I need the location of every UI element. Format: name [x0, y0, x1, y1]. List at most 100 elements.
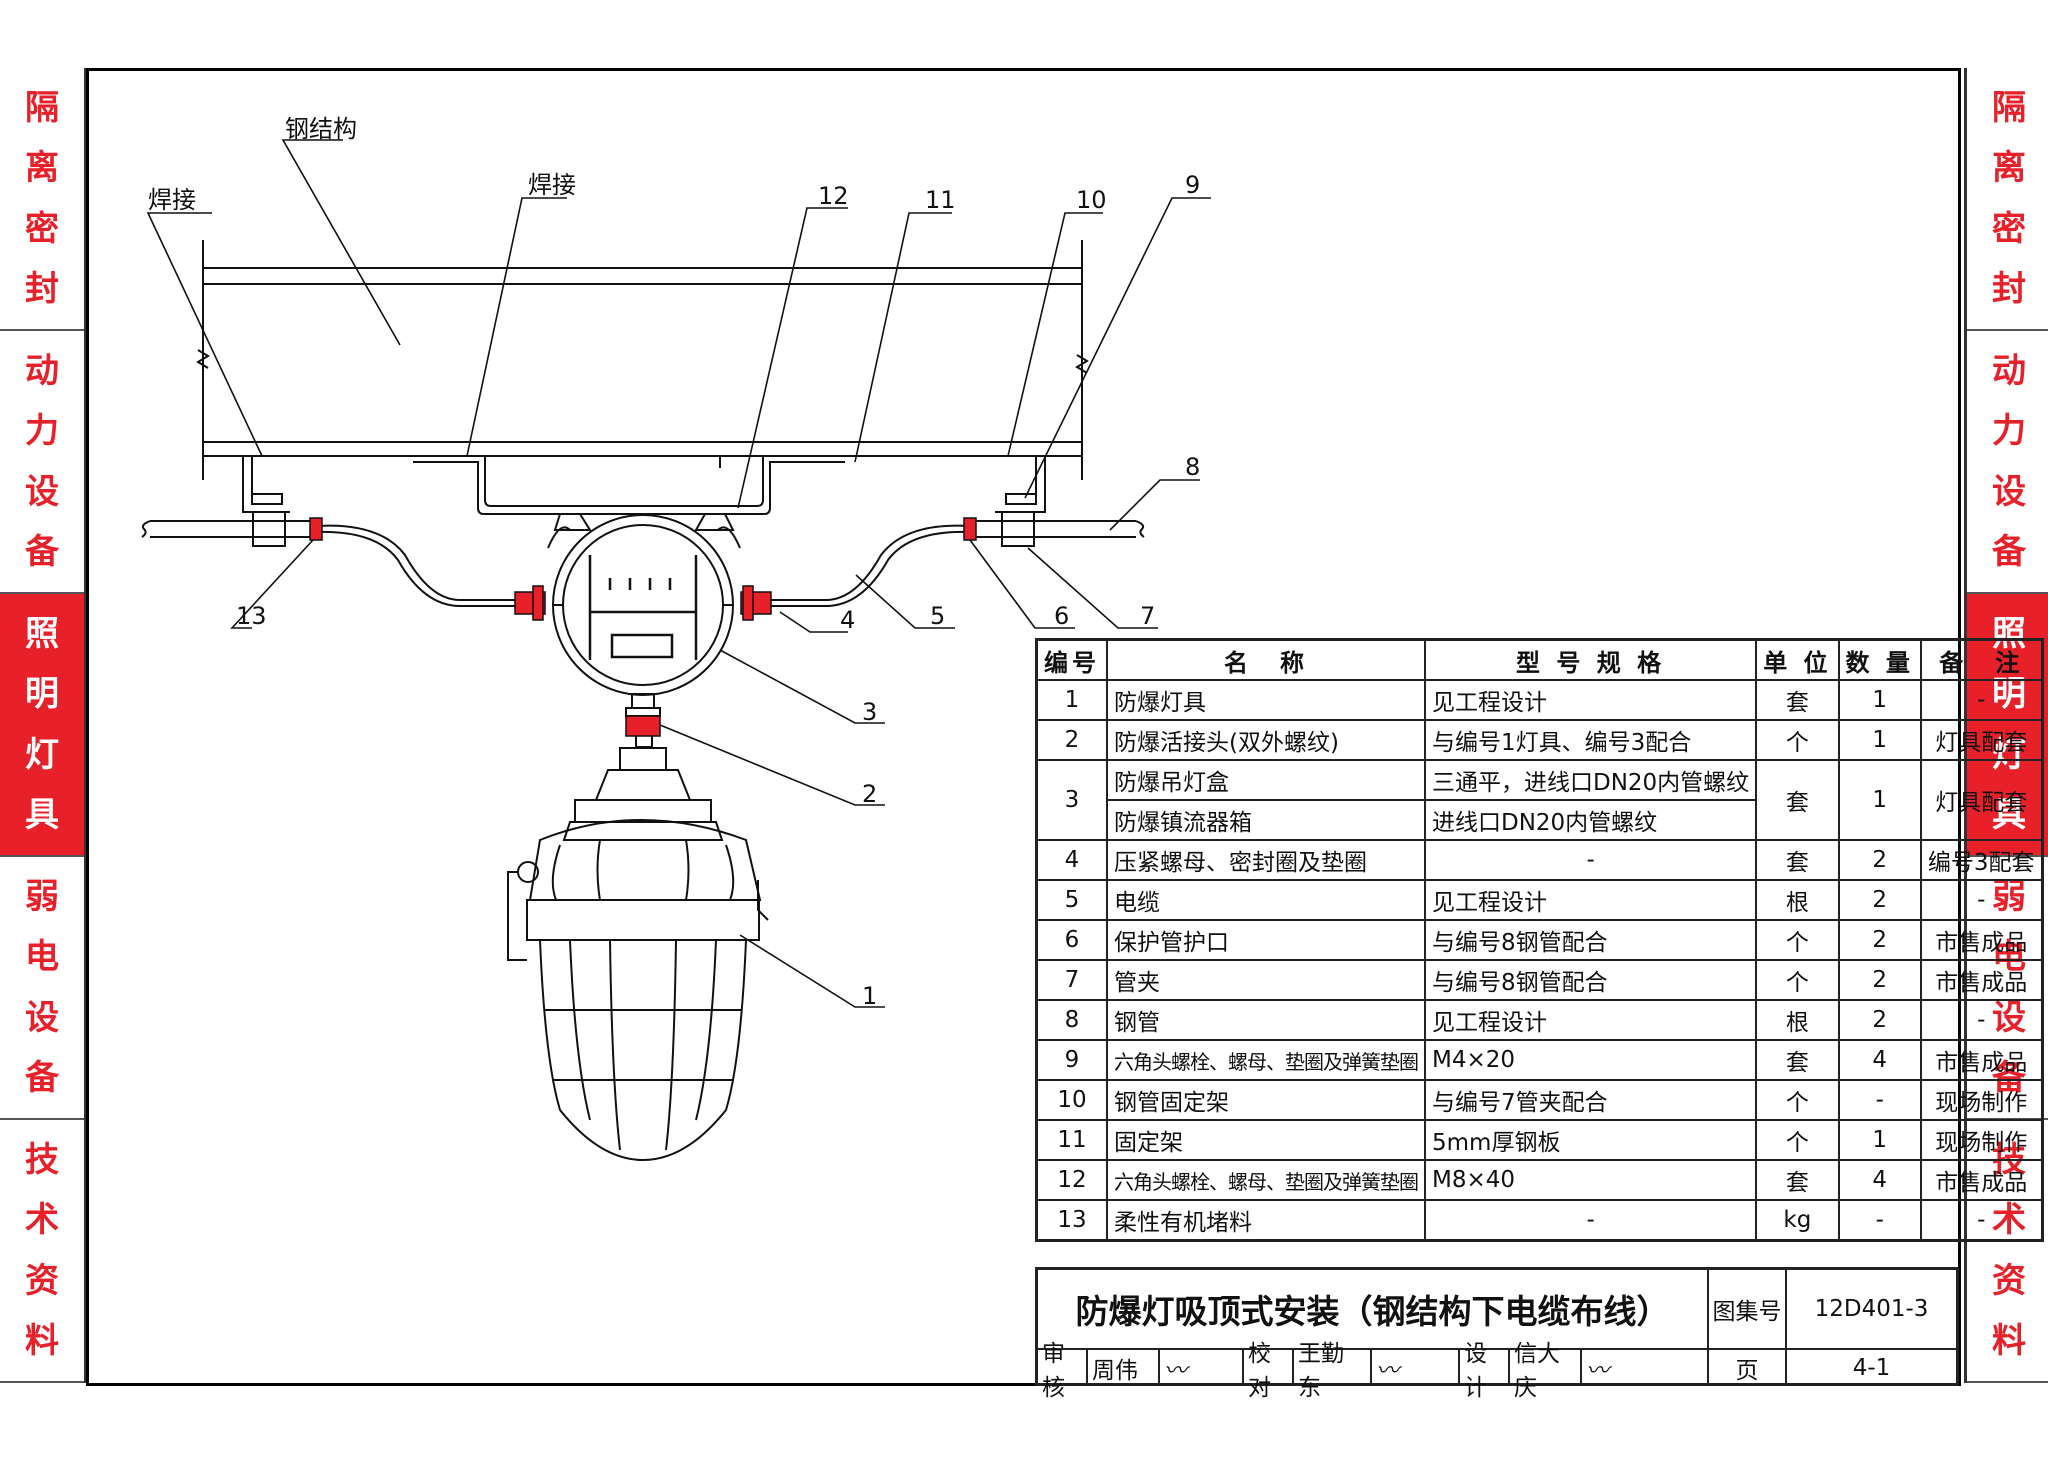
steel-beam: [196, 240, 1089, 480]
tab-char: 备: [25, 531, 59, 572]
cell-qty: 2: [1837, 839, 1922, 881]
checker-signature: 〰: [1372, 1350, 1460, 1386]
designer-name: 信大庆: [1510, 1341, 1582, 1401]
tab-char: 资: [25, 1260, 59, 1301]
tab-char: 动: [25, 351, 59, 392]
cell-unit: kg: [1755, 1199, 1840, 1242]
tab-char: 力: [25, 411, 59, 452]
label-weld-mid: 焊接: [528, 171, 576, 199]
tab-char: 封: [25, 268, 59, 309]
cell-name: 六角头螺栓、螺母、垫圈及弹簧垫圈: [1106, 1159, 1426, 1201]
callout-7: 7: [1140, 602, 1155, 630]
cell-spec: 见工程设计: [1423, 999, 1758, 1041]
cell-no: 1: [1035, 679, 1108, 721]
callout-2: 2: [862, 780, 877, 808]
reviewer-signature: 〰: [1160, 1350, 1244, 1386]
cell-unit: 个: [1755, 719, 1840, 761]
cell-note: -: [1919, 1199, 2044, 1242]
tab-char: 密: [1992, 208, 2026, 249]
tab-char: 密: [25, 208, 59, 249]
steel-pipe-left: [141, 520, 315, 538]
cell-spec: 5mm厚钢板: [1423, 1119, 1758, 1161]
callout-1: 1: [862, 982, 877, 1010]
fixing-frame: [413, 455, 845, 515]
cell-name: 防爆镇流器箱: [1106, 799, 1426, 841]
cell-spec: 见工程设计: [1423, 879, 1758, 921]
callout-5: 5: [930, 602, 945, 630]
tab-isolation-seal[interactable]: 隔离密封: [1967, 68, 2048, 331]
cell-spec: M8×40: [1423, 1159, 1758, 1201]
tab-lighting[interactable]: 照明灯具: [0, 594, 84, 857]
cable-right: [766, 524, 971, 601]
callout-13: 13: [236, 602, 267, 630]
tab-isolation-seal[interactable]: 隔离密封: [0, 68, 84, 331]
label-weld-left: 焊接: [148, 186, 196, 214]
cell-no: 4: [1035, 839, 1108, 881]
callout-4: 4: [840, 606, 855, 634]
callout-11: 11: [925, 186, 956, 214]
cell-no: 2: [1035, 719, 1108, 761]
cell-note: -: [1919, 999, 2044, 1041]
cell-note: -: [1919, 879, 2044, 921]
tab-char: 具: [25, 794, 59, 835]
callout-3: 3: [862, 698, 877, 726]
explosion-proof-lamp: [507, 747, 769, 1162]
cell-no: 11: [1035, 1119, 1108, 1161]
cell-name: 管夹: [1106, 959, 1426, 1001]
title-block: 防爆灯吸顶式安装（钢结构下电缆布线） 图集号 12D401-3 审核 周伟 〰 …: [1035, 1267, 1959, 1401]
cell-no: 5: [1035, 879, 1108, 921]
tab-char: 设: [25, 471, 59, 512]
pipe-clamp-right: [1001, 511, 1035, 547]
tab-technical-data[interactable]: 技术资料: [0, 1120, 84, 1383]
callout-8: 8: [1185, 453, 1200, 481]
cell-spec: -: [1423, 839, 1758, 881]
tab-char: 隔: [1992, 88, 2026, 129]
cell-name: 压紧螺母、密封圈及垫圈: [1106, 839, 1426, 881]
tab-char: 离: [1992, 148, 2026, 189]
table-header-row: 编号 名 称 型 号 规 格 单 位 数 量 备 注: [1035, 638, 2044, 681]
cell-qty: 1: [1837, 719, 1922, 761]
cell-spec: 三通平，进线口DN20内管螺纹: [1423, 759, 1758, 801]
tab-char: 备: [1992, 531, 2026, 572]
cell-spec: 与编号8钢管配合: [1423, 959, 1758, 1001]
tab-char: 动: [1992, 351, 2026, 392]
drawing-title: 防爆灯吸顶式安装（钢结构下电缆布线）: [1038, 1270, 1709, 1350]
cell-unit: 个: [1755, 919, 1840, 961]
tab-char: 技: [25, 1140, 59, 1181]
cell-name: 钢管: [1106, 999, 1426, 1041]
cell-name: 保护管护口: [1106, 919, 1426, 961]
cell-unit: 套: [1755, 759, 1840, 841]
cell-no: 13: [1035, 1199, 1108, 1242]
cell-qty: 2: [1837, 879, 1922, 921]
header-no: 编号: [1035, 638, 1108, 681]
header-qty: 数 量: [1837, 638, 1922, 681]
header-unit: 单 位: [1755, 638, 1840, 681]
cell-note: -: [1919, 679, 2044, 721]
tab-power-equipment[interactable]: 动力设备: [0, 331, 84, 594]
cell-name: 六角头螺栓、螺母、垫圈及弹簧垫圈: [1106, 1039, 1426, 1081]
cell-unit: 个: [1755, 959, 1840, 1001]
cell-qty: -: [1837, 1079, 1922, 1121]
label-steel-structure: 钢结构: [285, 115, 357, 143]
callout-6: 6: [1054, 602, 1069, 630]
designer-signature: 〰: [1582, 1350, 1709, 1386]
steel-pipe-right: [970, 520, 1145, 538]
pipe-bracket-right: [995, 456, 1046, 513]
cell-note: 灯具配套: [1919, 719, 2044, 761]
cell-note: 现场制作: [1919, 1119, 2044, 1161]
tab-weak-current[interactable]: 弱电设备: [0, 857, 84, 1120]
red-seal-fittings: [309, 517, 977, 737]
tab-char: 设: [1992, 471, 2026, 512]
cell-qty: 2: [1837, 999, 1922, 1041]
tab-char: 明: [25, 674, 59, 715]
cell-note: 市售成品: [1919, 1039, 2044, 1081]
tab-char: 隔: [25, 88, 59, 129]
cell-spec: 进线口DN20内管螺纹: [1423, 799, 1758, 841]
signature-row: 审核 周伟 〰 校对 王勤东 〰 设计 信大庆 〰 页 4-1: [1038, 1341, 1956, 1401]
tab-power-equipment[interactable]: 动力设备: [1967, 331, 2048, 594]
